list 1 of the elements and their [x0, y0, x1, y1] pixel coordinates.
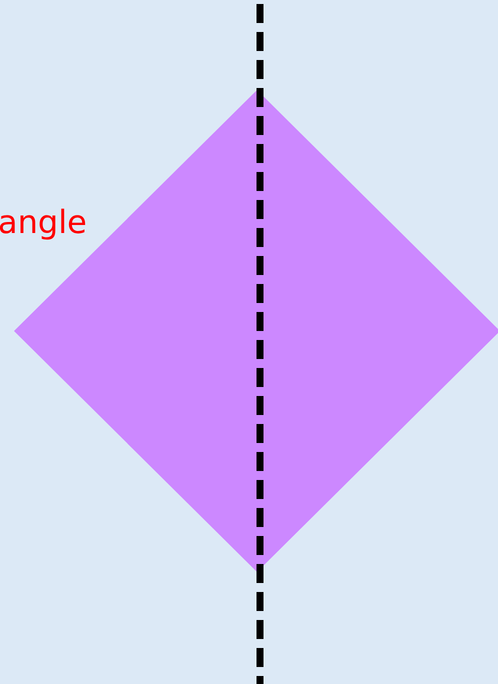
- shape-label: angle: [0, 203, 87, 242]
